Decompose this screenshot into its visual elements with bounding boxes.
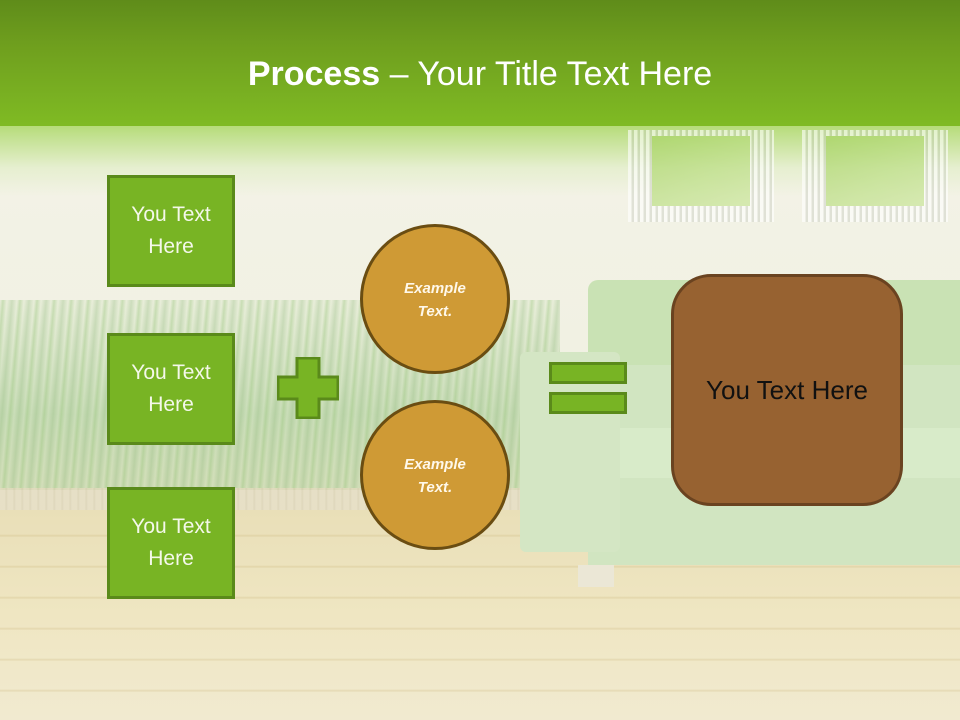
- equals-bar-bottom: [549, 392, 627, 414]
- background-header: [0, 0, 960, 130]
- background-picture-frame-left: [628, 130, 774, 222]
- slide-title-rest: – Your Title Text Here: [380, 55, 713, 93]
- result-box[interactable]: You Text Here: [671, 274, 903, 506]
- input-box-2[interactable]: You Text Here: [107, 333, 235, 445]
- input-box-label: You Text Here: [131, 203, 211, 258]
- input-box-label: You Text Here: [131, 361, 211, 416]
- example-circle-label: Example Text.: [404, 280, 466, 320]
- example-circle-label: Example Text.: [404, 456, 466, 496]
- example-circle-1[interactable]: Example Text.: [360, 224, 510, 374]
- background-sofa-leg: [578, 565, 614, 587]
- result-box-label: You Text Here: [706, 374, 868, 405]
- example-circle-2[interactable]: Example Text.: [360, 400, 510, 550]
- input-box-1[interactable]: You Text Here: [107, 175, 235, 287]
- background-picture-frame-right: [802, 130, 948, 222]
- background-sofa-arm: [520, 352, 620, 552]
- plus-icon: [277, 357, 339, 419]
- slide-title-bold: Process: [247, 55, 381, 93]
- equals-bar-top: [549, 362, 627, 384]
- slide-title[interactable]: Process – Your Title Text Here: [0, 52, 960, 96]
- input-box-3[interactable]: You Text Here: [107, 487, 235, 599]
- input-box-label: You Text Here: [131, 515, 211, 570]
